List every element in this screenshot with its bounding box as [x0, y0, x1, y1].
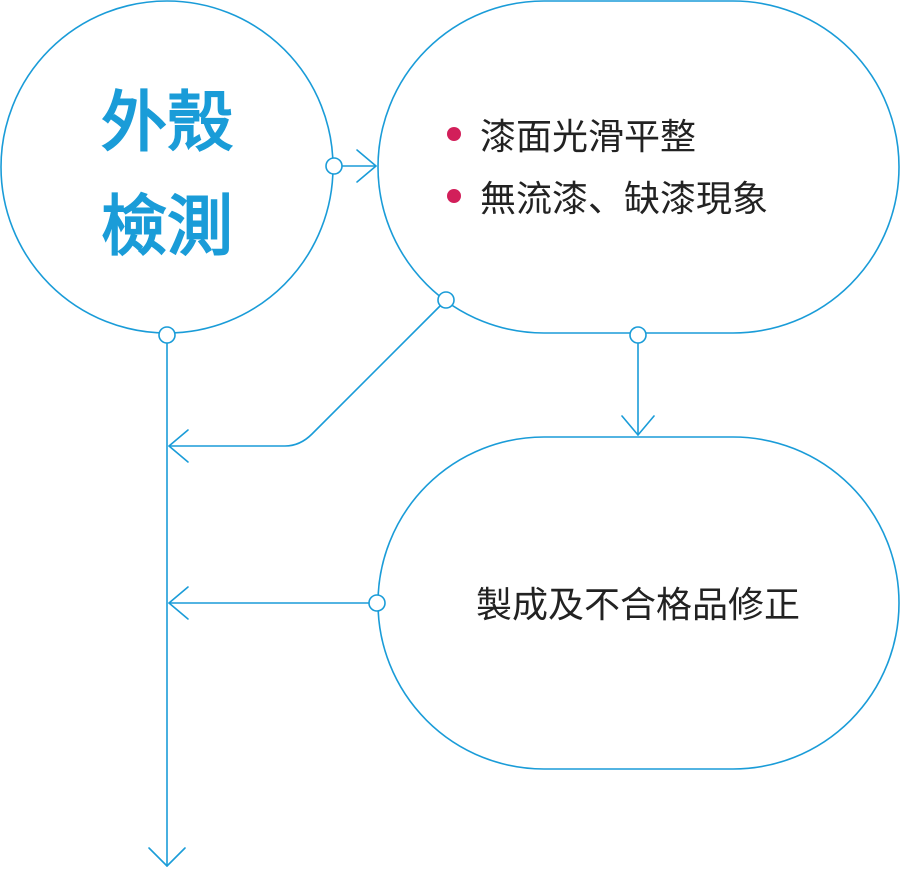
port-circle	[325, 157, 343, 175]
criteria-bullet-icon	[447, 189, 461, 203]
arrowhead-left-icon	[168, 586, 189, 620]
port-circle	[158, 326, 176, 344]
criteria-pill	[377, 0, 900, 334]
criteria-item-2: 無流漆、缺漆現象	[480, 179, 768, 220]
ports	[158, 157, 647, 612]
inspection-circle	[0, 0, 334, 334]
arrowhead-left-icon	[168, 429, 189, 463]
criteria-bullet-icon	[447, 127, 461, 141]
correction-label: 製成及不合格品修正	[476, 585, 800, 626]
correction-node: 製成及不合格品修正	[377, 436, 900, 770]
port-circle	[437, 291, 455, 309]
arrowhead-right-icon	[356, 149, 377, 183]
arrowhead-down-icon	[148, 847, 186, 867]
connectors	[148, 149, 655, 867]
port-circle	[629, 326, 647, 344]
connector-criteria-to-mainline	[168, 305, 441, 447]
criteria-node: 漆面光滑平整 無流漆、缺漆現象	[377, 0, 900, 334]
inspection-title-line2: 檢測	[101, 187, 233, 265]
criteria-item-1: 漆面光滑平整	[480, 117, 696, 158]
port-circle	[368, 594, 386, 612]
inspection-title-line1: 外殼	[101, 83, 234, 161]
inspection-node: 外殼 檢測	[0, 0, 334, 334]
arrowhead-down-icon	[621, 415, 655, 436]
